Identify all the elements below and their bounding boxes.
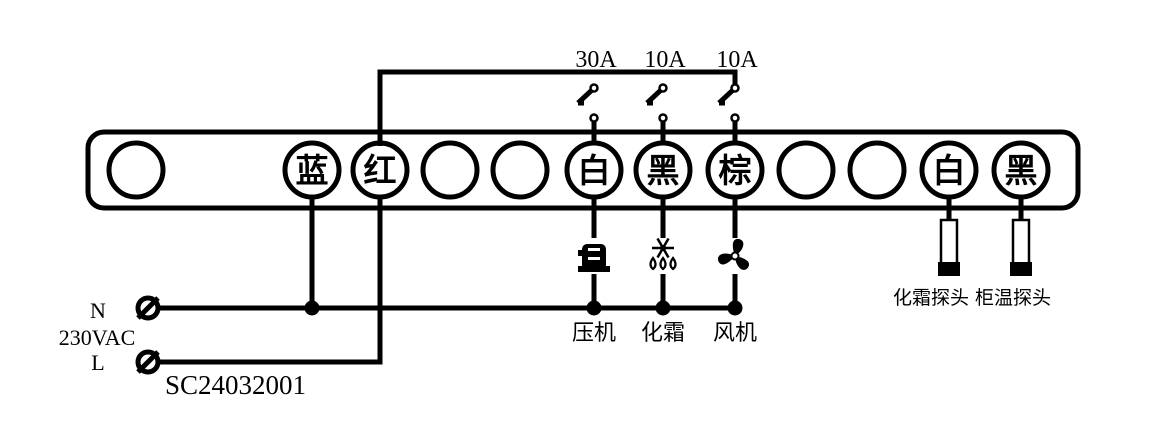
- probe-icon: [1010, 218, 1032, 276]
- defrost-icon: [649, 237, 677, 271]
- probe-2: 柜温探头: [975, 197, 1051, 309]
- terminal-strip: [85, 129, 1081, 211]
- terminal-10: [847, 140, 907, 200]
- fan-icon: [718, 238, 749, 270]
- probe-label: 柜温探头: [975, 287, 1051, 309]
- compressor-icon: [578, 244, 610, 272]
- switch-contact-top: [589, 83, 599, 93]
- relay-3: 10A 风机: [713, 47, 758, 346]
- probe-icon: [938, 218, 960, 276]
- terminal-8: 棕: [705, 140, 765, 200]
- line-screw-terminal: [135, 349, 161, 375]
- switch-contact-top: [730, 83, 740, 93]
- terminal-1: [106, 140, 166, 200]
- neutral-label: N: [90, 298, 106, 323]
- relay-rating: 30A: [575, 47, 617, 73]
- terminal-ring: [847, 140, 907, 200]
- load-label: 风机: [713, 321, 757, 346]
- terminal-row: 蓝红白黑棕白黑: [106, 140, 1051, 200]
- line-label: L: [91, 350, 104, 375]
- neutral-junction-blue: [304, 300, 320, 316]
- terminal-3: 红: [350, 140, 410, 200]
- load-label: 化霜: [641, 321, 685, 346]
- neutral-screw-terminal: [135, 295, 161, 321]
- terminal-label: 棕: [719, 151, 752, 190]
- terminal-7: 黑: [633, 140, 693, 200]
- terminal-12: 黑: [991, 140, 1051, 200]
- relay-rating: 10A: [716, 47, 758, 73]
- relay-1: 30A 压机: [572, 47, 617, 346]
- neutral-wire: [158, 195, 735, 311]
- terminal-ring: [420, 140, 480, 200]
- probe-1: 化霜探头: [893, 197, 969, 309]
- voltage-label: 230VAC: [59, 325, 136, 350]
- terminal-9: [776, 140, 836, 200]
- model-number: SC24032001: [165, 370, 306, 400]
- switch-contact-bottom: [658, 113, 668, 123]
- load-label: 压机: [572, 321, 616, 346]
- terminal-label: 黑: [647, 151, 680, 190]
- line-wire: [158, 195, 383, 365]
- terminal-4: [420, 140, 480, 200]
- terminal-11: 白: [919, 140, 979, 200]
- probe-label: 化霜探头: [893, 287, 969, 309]
- terminal-label: 白: [578, 151, 611, 190]
- terminal-label: 白: [933, 151, 966, 190]
- relay-rating: 10A: [644, 47, 686, 73]
- switch-contact-top: [658, 83, 668, 93]
- terminal-6: 白: [564, 140, 624, 200]
- switch-contact-bottom: [589, 113, 599, 123]
- terminal-2: 蓝: [282, 140, 342, 200]
- probe-group: 化霜探头柜温探头: [893, 197, 1051, 309]
- relay-2: 10A 化霜: [641, 47, 686, 346]
- terminal-ring: [106, 140, 166, 200]
- relay-group: 30A 压机 10A 化霜 10A 风机: [572, 47, 758, 346]
- terminal-label: 蓝: [296, 151, 329, 190]
- switch-contact-bottom: [730, 113, 740, 123]
- terminal-ring: [490, 140, 550, 200]
- terminal-label: 黑: [1005, 151, 1038, 190]
- terminal-label: 红: [364, 151, 397, 190]
- terminal-ring: [776, 140, 836, 200]
- relay-supply-wire: [377, 69, 738, 146]
- terminal-5: [490, 140, 550, 200]
